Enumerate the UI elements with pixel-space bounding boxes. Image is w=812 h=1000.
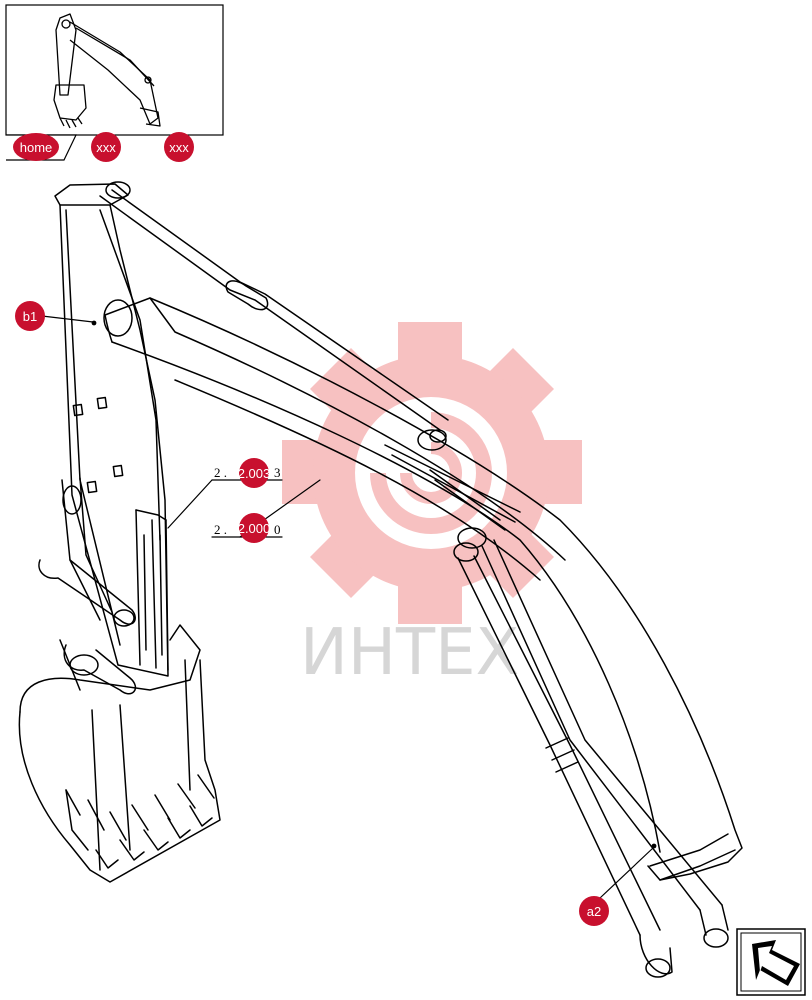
reference-label-1-left: 2 . xyxy=(214,465,227,480)
reference-label-1[interactable]: 2 . 2.003 3 xyxy=(214,458,281,488)
reference-label-1-right: 3 xyxy=(274,465,281,480)
home-button[interactable]: home xyxy=(13,133,59,161)
hotspot-b1[interactable]: b1 xyxy=(15,301,45,331)
breadcrumb-button-1[interactable]: xxx xyxy=(91,132,121,162)
home-button-label: home xyxy=(20,140,53,155)
excavator-arm-drawing xyxy=(18,181,743,978)
breadcrumb-button-1-label: xxx xyxy=(96,140,116,155)
watermark-text: ИНТЕХ xyxy=(300,616,519,690)
arrow-return-icon xyxy=(752,940,800,986)
boom-top-cylinder xyxy=(99,189,521,531)
reference-label-2[interactable]: 2 . 2.000 0 xyxy=(214,513,281,543)
breadcrumb-button-2-label: xxx xyxy=(169,140,189,155)
bucket-linkage xyxy=(38,477,137,695)
breadcrumb-button-2[interactable]: xxx xyxy=(164,132,194,162)
hotspot-b1-label: b1 xyxy=(23,309,37,324)
reference-label-2-right: 0 xyxy=(274,522,281,537)
lift-cylinders xyxy=(453,527,729,978)
watermark-gear-icon xyxy=(282,322,582,624)
boom xyxy=(103,297,743,881)
nav-arrow-button[interactable] xyxy=(736,928,806,996)
hotspot-a2[interactable]: a2 xyxy=(579,896,609,926)
bucket xyxy=(18,624,221,883)
reference-label-2-badge: 2.000 xyxy=(238,521,271,536)
thumbnail-excavator-icon xyxy=(53,13,161,129)
reference-label-2-left: 2 . xyxy=(214,522,227,537)
reference-label-1-badge: 2.003 xyxy=(238,466,271,481)
hotspot-a2-label: a2 xyxy=(587,904,601,919)
dipper-arm xyxy=(54,181,169,677)
